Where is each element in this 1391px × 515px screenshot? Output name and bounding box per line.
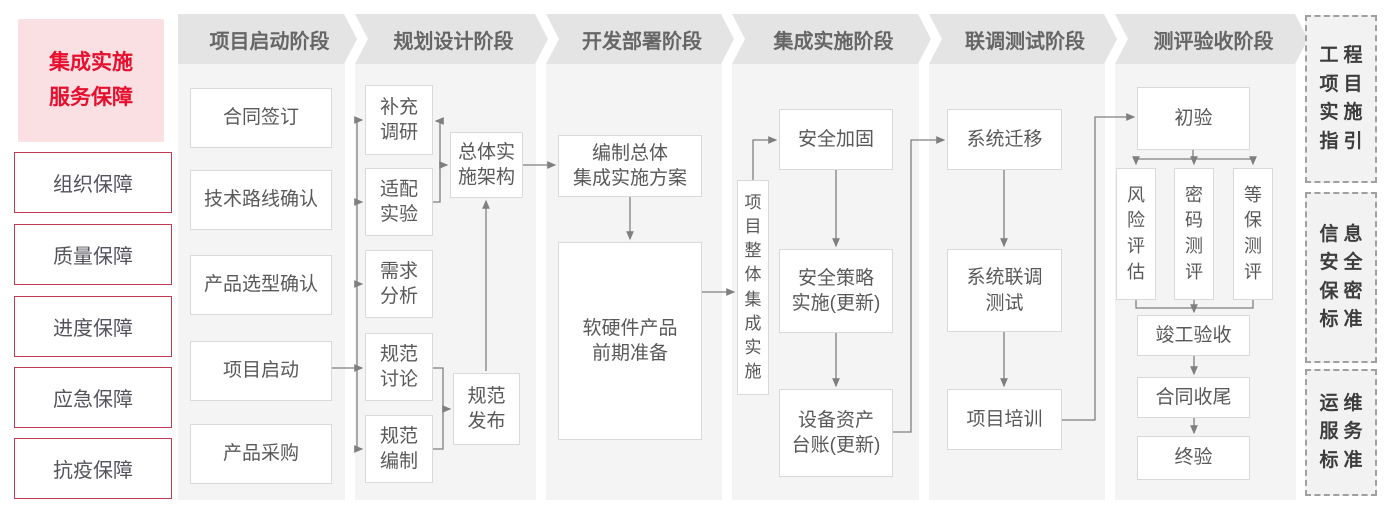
node-product-selection-confirm: 产品选型确认 — [190, 255, 332, 315]
phase-label: 项目启动阶段 — [209, 30, 330, 53]
node-spec-discussion: 规范 讨论 — [365, 333, 433, 401]
node-system-joint-testing: 系统联调 测试 — [947, 249, 1062, 332]
node-hw-sw-preparation: 软硬件产品 前期准备 — [558, 242, 702, 440]
phase-header-planning: 规划设计阶段 — [355, 14, 548, 64]
phase-label: 测评验收阶段 — [1153, 30, 1274, 53]
sidebar-item-emergency: 应急保障 — [14, 367, 172, 428]
node-requirement-analysis: 需求 分析 — [365, 250, 433, 318]
node-tech-route-confirm: 技术路线确认 — [190, 170, 332, 230]
node-crypto-evaluation: 密 码 测 评 — [1174, 168, 1214, 300]
node-contract-closure: 合同收尾 — [1137, 377, 1250, 418]
phase-header-testing: 联调测试阶段 — [929, 14, 1117, 64]
sidebar-item-organization: 组织保障 — [14, 152, 172, 213]
node-product-procurement: 产品采购 — [190, 424, 332, 484]
sidebar-item-epidemic: 抗疫保障 — [14, 438, 172, 499]
phase-label: 集成实施阶段 — [773, 30, 894, 53]
node-adaptation-experiment: 适配 实验 — [365, 168, 433, 236]
node-overall-implementation-architecture: 总体实 施架构 — [450, 132, 523, 198]
standard-information-security: 信息 安全 保密 标准 — [1305, 192, 1377, 363]
phase-label: 联调测试阶段 — [965, 30, 1085, 53]
standard-engineering-project-guide: 工程 项目 实施 指引 — [1305, 15, 1377, 183]
sidebar-item-quality: 质量保障 — [14, 224, 172, 285]
phase-label: 开发部署阶段 — [582, 30, 702, 53]
node-project-kickoff: 项目启动 — [190, 341, 332, 401]
node-risk-assessment: 风 险 评 估 — [1116, 168, 1156, 300]
node-security-hardening: 安全加固 — [779, 109, 893, 170]
standard-ops-service: 运维 服务 标准 — [1305, 369, 1377, 496]
node-final-acceptance: 终验 — [1137, 436, 1250, 480]
node-system-migration: 系统迁移 — [947, 109, 1062, 170]
node-overall-project-integration: 项 目 整 体 集 成 实 施 — [737, 180, 769, 395]
phase-label: 规划设计阶段 — [393, 30, 514, 53]
node-contract-signing: 合同签订 — [190, 88, 332, 148]
node-completion-acceptance: 竣工验收 — [1137, 315, 1250, 356]
node-initial-acceptance: 初验 — [1137, 87, 1250, 150]
node-spec-release: 规范 发布 — [453, 373, 520, 445]
node-supplementary-research: 补充 调研 — [365, 85, 433, 155]
node-spec-drafting: 规范 编制 — [365, 415, 433, 483]
node-asset-ledger-update: 设备资产 台账(更新) — [779, 389, 893, 477]
phase-header-develop: 开发部署阶段 — [546, 14, 734, 64]
phase-header-integration: 集成实施阶段 — [732, 14, 931, 64]
sidebar-item-schedule: 进度保障 — [14, 296, 172, 357]
sidebar-title: 集成实施 服务保障 — [18, 19, 164, 142]
phase-header-startup: 项目启动阶段 — [178, 14, 357, 64]
node-classified-protection-evaluation: 等 保 测 评 — [1233, 168, 1273, 300]
phase-header-acceptance: 测评验收阶段 — [1115, 14, 1308, 64]
node-security-policy-update: 安全策略 实施(更新) — [779, 249, 893, 333]
node-overall-integration-plan: 编制总体 集成实施方案 — [558, 135, 702, 197]
node-project-training: 项目培训 — [947, 389, 1062, 450]
